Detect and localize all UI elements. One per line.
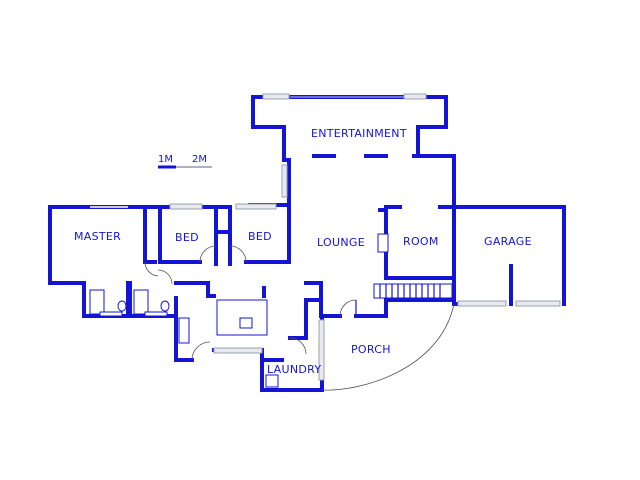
room-label-garage: GARAGE [484,235,532,248]
room-label-porch: PORCH [351,343,391,356]
scale-label-1m: 1M [158,154,173,165]
room-label-master: MASTER [74,230,121,243]
laundry-walls [260,316,325,392]
room-label-entertainment: ENTERTAINMENT [311,127,407,140]
kitchen-walls [174,281,323,362]
room-label-room: ROOM [403,235,439,248]
entertainment-walls [251,93,456,209]
room-label-bed-2: BED [248,230,272,243]
lounge-walls [319,205,456,318]
room-label-bed-1: BED [175,231,199,244]
scale-label-2m: 2M [192,154,207,165]
bedroom-wing-walls [48,203,291,318]
room-label-lounge: LOUNGE [317,236,365,249]
room-label-laundry: LAUNDRY [267,363,321,376]
scale-bar: 1M 2M [158,154,212,169]
garage-walls [452,205,566,307]
room-labels: ENTERTAINMENT MASTER BED BED LOUNGE ROOM… [74,127,532,376]
porch-outline [321,303,455,391]
